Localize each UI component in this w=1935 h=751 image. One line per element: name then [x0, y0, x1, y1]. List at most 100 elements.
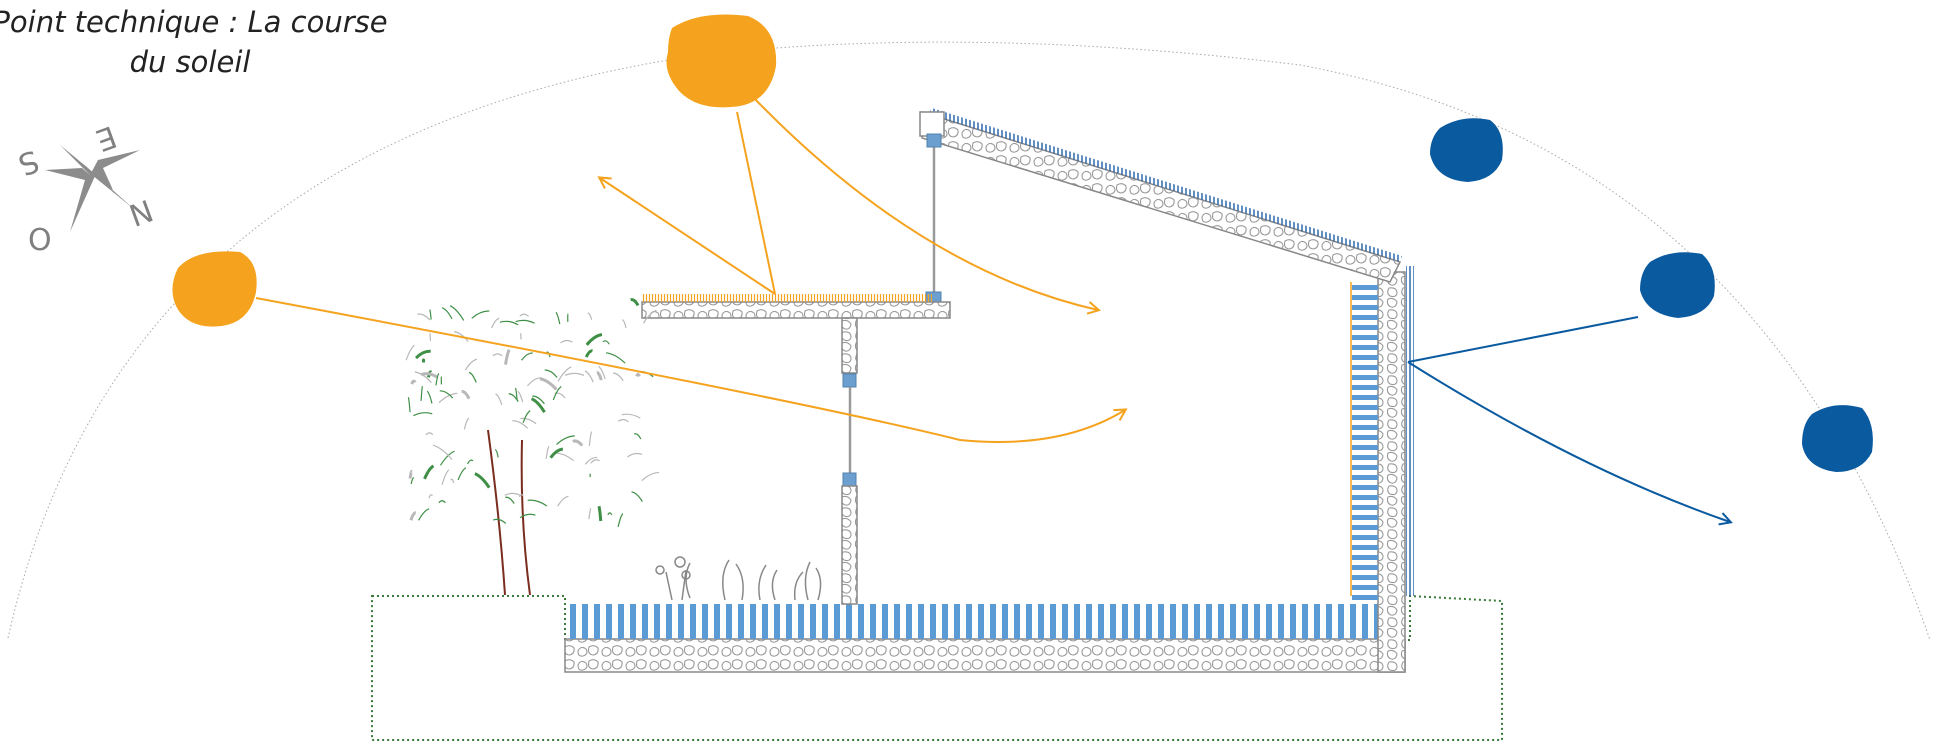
leaf [588, 313, 592, 320]
sun-icon-low-east [172, 251, 256, 326]
insulation-bar [1302, 604, 1308, 639]
low-sun-ray [256, 298, 1125, 442]
leaf [631, 300, 638, 306]
insulation-bar [810, 604, 816, 639]
insulation-bar [1352, 395, 1378, 400]
insulation-bar [1122, 604, 1128, 639]
insulation-bar [738, 604, 744, 639]
canopy-solar-surface [642, 294, 932, 302]
insulation-bar [1352, 315, 1378, 320]
wall-insulation [1352, 285, 1378, 600]
leaf [468, 460, 473, 464]
leaf [469, 372, 476, 382]
insulation-bar [762, 604, 768, 639]
grass-and-flowers [656, 557, 821, 600]
leaf [427, 391, 432, 403]
leaf [573, 441, 582, 446]
leaf [439, 393, 457, 402]
insulation-bar [1098, 604, 1104, 639]
leaf [411, 478, 414, 484]
insulation-bar [678, 604, 684, 639]
insulation-bar [1352, 455, 1378, 460]
insulation-bar [1362, 604, 1368, 639]
insulation-bar [1352, 295, 1378, 300]
leaf [523, 411, 530, 423]
insulation-bar [1352, 415, 1378, 420]
insulation-bar [1242, 604, 1248, 639]
insulation-bar [1062, 604, 1068, 639]
insulation-bar [858, 604, 864, 639]
leaf [597, 373, 601, 381]
column-upper [842, 318, 857, 373]
leaf [637, 374, 639, 376]
leaf [493, 354, 502, 356]
insulation-bar [978, 604, 984, 639]
insulation-bar [1350, 604, 1356, 639]
leaf [430, 310, 431, 320]
leaf [599, 506, 601, 521]
sun-icon-winter-1 [1430, 118, 1503, 182]
sloped-roof [920, 108, 1402, 282]
insulation-bar [1146, 604, 1152, 639]
insulation-bar [1314, 604, 1320, 639]
insulation-bar [618, 604, 624, 639]
leaf [528, 500, 547, 506]
insulation-bar [918, 604, 924, 639]
compass-west-label: O [28, 223, 52, 258]
leaf [589, 508, 591, 519]
insulation-bar [690, 604, 696, 639]
summer-ray-reflected [600, 178, 775, 294]
winter-ray-incident [1408, 317, 1638, 362]
insulation-bar [1352, 365, 1378, 370]
insulation-bar [1352, 435, 1378, 440]
leaf [417, 314, 430, 320]
insulation-bar [1352, 285, 1378, 290]
insulation-bar [1352, 355, 1378, 360]
insulation-bar [882, 604, 888, 639]
leaf [439, 501, 445, 503]
insulation-bar [654, 604, 660, 639]
insulation-bar [1182, 604, 1188, 639]
wall-gravel [1378, 272, 1405, 672]
leaf [410, 471, 412, 478]
leaf [613, 373, 623, 381]
insulation-bar [1352, 585, 1378, 590]
leaf [589, 432, 591, 446]
insulation-bar [750, 604, 756, 639]
insulation-bar [1002, 604, 1008, 639]
insulation-bar [1050, 604, 1056, 639]
leaf [565, 373, 584, 375]
insulation-bar [1352, 555, 1378, 560]
compass-south-label: S [13, 142, 43, 181]
insulation-bar [1352, 595, 1378, 600]
insulation-bar [594, 604, 600, 639]
leaf [603, 341, 609, 344]
leaf [442, 470, 449, 485]
leaf [492, 318, 499, 328]
floor-insulation [570, 604, 1380, 639]
insulation-bar [606, 604, 612, 639]
insulation-bar [822, 604, 828, 639]
insulation-bar [930, 604, 936, 639]
floor-gravel-base [565, 639, 1405, 672]
summer-ray-incident [737, 112, 775, 294]
leaf [412, 381, 415, 384]
insulation-bar [1230, 604, 1236, 639]
leaf [411, 513, 416, 521]
insulation-bar [786, 604, 792, 639]
leaf [505, 493, 521, 495]
leaf [520, 334, 521, 340]
leaf [500, 321, 518, 325]
insulation-bar [1352, 495, 1378, 500]
leaf [458, 468, 466, 480]
sun-icon-winter-2 [1640, 252, 1715, 318]
insulation-bar [1352, 485, 1378, 490]
leaf [462, 392, 469, 399]
compass-north-label: N [124, 192, 157, 233]
leaf [634, 434, 641, 439]
leaf [622, 320, 626, 328]
insulation-bar [666, 604, 672, 639]
leaf [416, 351, 431, 358]
insulation-bar [1134, 604, 1140, 639]
leaf [560, 340, 572, 342]
